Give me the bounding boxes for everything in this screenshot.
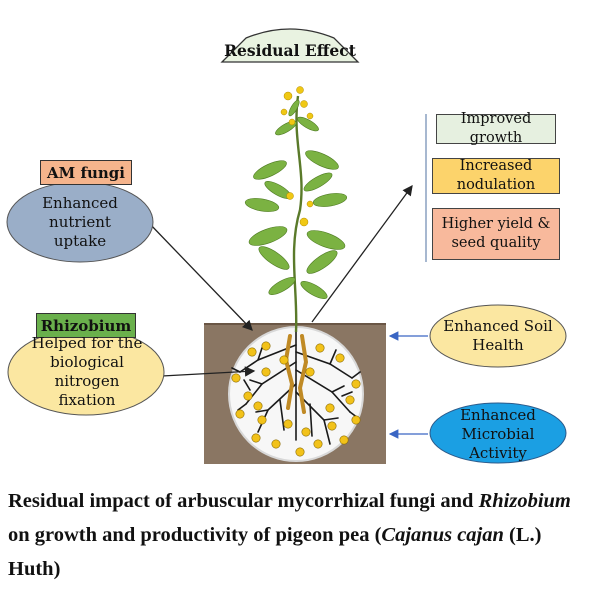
nodule (295, 447, 305, 457)
nodule (325, 403, 335, 413)
microbial-activity-label: Enhanced Microbial Activity (460, 405, 536, 462)
nodule (283, 419, 293, 429)
nodule (351, 415, 361, 425)
am-fungi-effect: Enhanced nutrient uptake (42, 193, 118, 250)
nodule (257, 415, 267, 425)
nodule (243, 391, 253, 401)
caption-italic-rhizobium: Rhizobium (478, 490, 571, 512)
rhizobium-effect: Helped for the biological nitrogen fixat… (31, 334, 143, 409)
nodule (335, 353, 345, 363)
nodules (231, 341, 361, 457)
nodule (305, 367, 315, 377)
nodule (345, 395, 355, 405)
nodule (261, 341, 271, 351)
nodule (231, 373, 241, 383)
nodule (247, 347, 257, 357)
caption-part-3: (L.) Huth) (8, 524, 542, 580)
nodule (339, 435, 349, 445)
diagram-canvas (6, 28, 567, 464)
nodule (271, 439, 281, 449)
caption-part-1: Residual impact of arbuscular mycorrhiza… (8, 490, 479, 512)
soil-health-ellipse (429, 304, 567, 368)
plant-leaves (244, 99, 348, 299)
nodule (313, 439, 323, 449)
diagram-title: Residual Effect (224, 40, 356, 60)
am-fungi-arrow (147, 221, 253, 331)
soil-health-label: Enhanced Soil Health (443, 317, 553, 354)
rhizobium-arrow (161, 366, 256, 377)
nodule (327, 421, 337, 431)
root-tips (283, 334, 309, 414)
figure-caption: Residual impact of arbuscular mycorrhiza… (8, 484, 596, 586)
nodule (235, 409, 245, 419)
nodule (301, 427, 311, 437)
results-arrow (311, 184, 413, 323)
plant-flowers (280, 86, 314, 227)
nodule (251, 433, 261, 443)
am-fungi-tag: AM fungi (40, 160, 132, 185)
title-banner (220, 28, 360, 63)
caption-part-2: on growth and productivity of pigeon pea… (8, 524, 382, 546)
result-improved-growth: Improved growth (436, 111, 556, 146)
nodule (279, 355, 289, 365)
result-increased-nodulation: Increased nodulation (432, 158, 560, 194)
plant-stem (292, 95, 303, 333)
nodule (315, 343, 325, 353)
microbial-ellipse (429, 402, 567, 464)
nodule (261, 367, 271, 377)
result-higher-yield: Higher yield & seed quality (432, 208, 560, 260)
caption-italic-species: Cajanus cajan (381, 524, 504, 546)
nodule (351, 379, 361, 389)
rhizobium-tag: Rhizobium (36, 313, 136, 338)
nodule (253, 401, 263, 411)
